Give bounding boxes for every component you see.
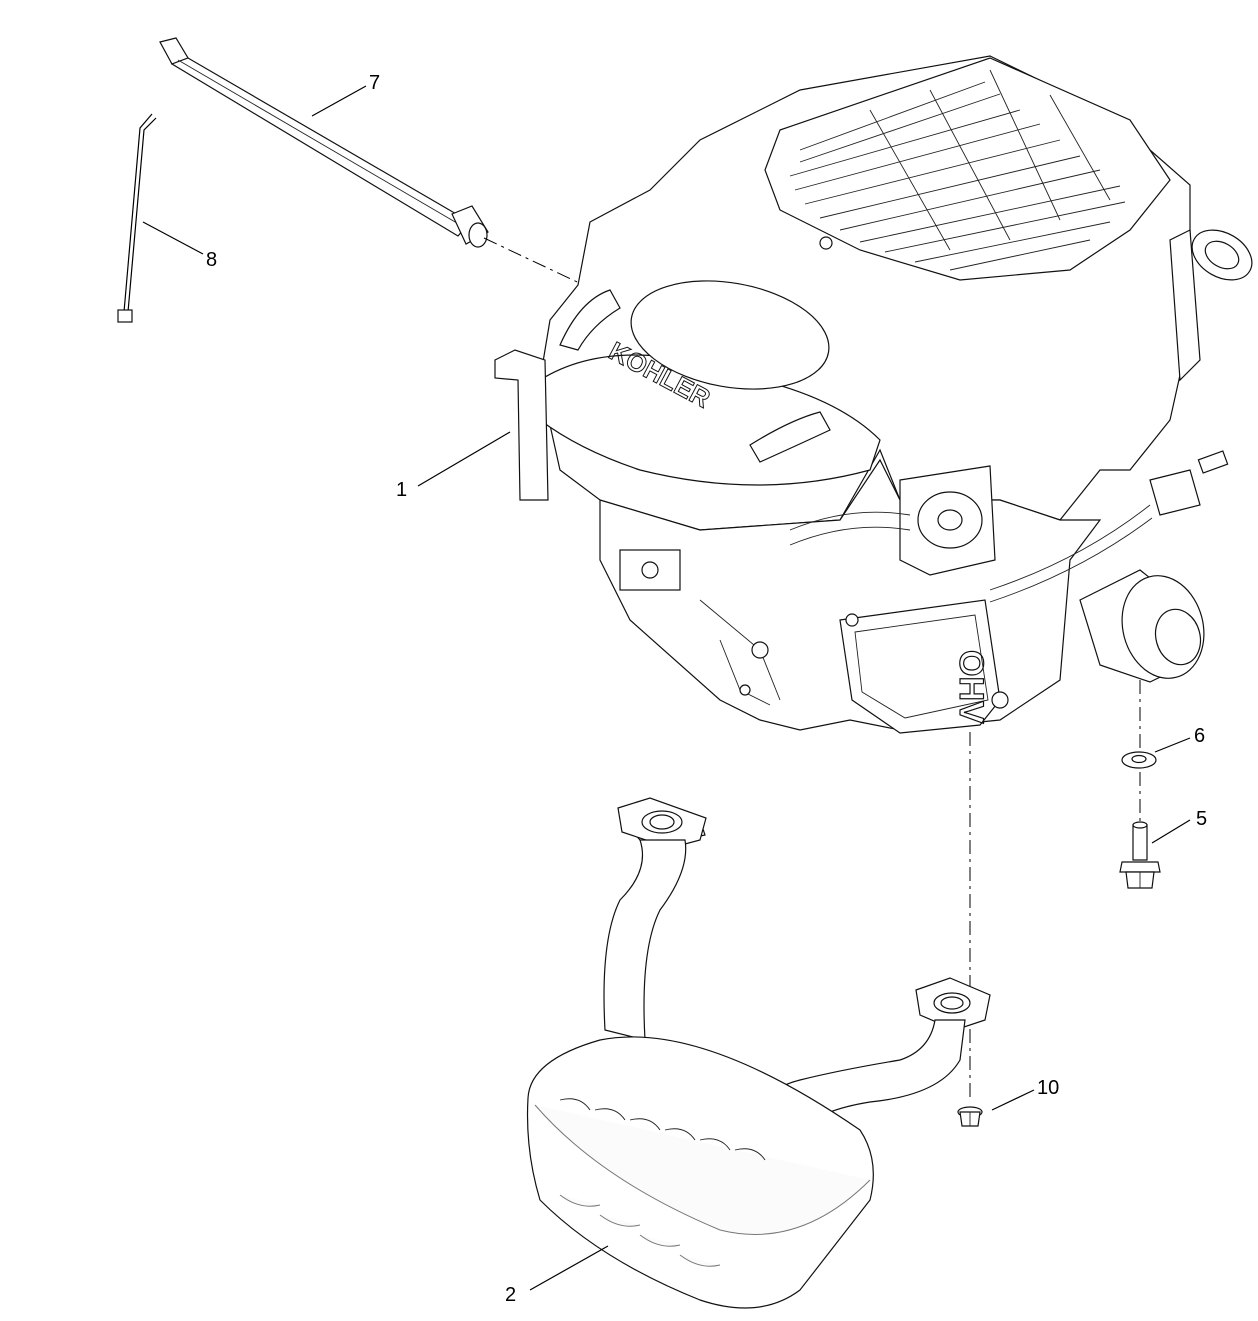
callout-7: 7 [369,72,380,94]
callout-5: 5 [1196,808,1207,830]
callouts: 7 8 1 6 5 10 2 [206,72,1207,1306]
callout-10: 10 [1037,1077,1059,1099]
callout-8: 8 [206,249,217,271]
engine: KOHLER [494,55,1253,734]
flange-bolt [1119,821,1161,889]
valve-cover: OHV [839,599,1009,734]
ohv-mark: OHV [952,650,990,724]
washer [1121,751,1157,769]
callout-2: 2 [505,1284,516,1306]
oil-fill [1169,229,1253,382]
dipstick-tube [159,37,489,248]
muffler [526,797,991,1309]
fuel-pump [899,465,996,576]
leader-lines [142,85,1191,1291]
flange-nut [957,1106,983,1127]
callout-6: 6 [1194,725,1205,747]
callout-1: 1 [396,479,407,501]
cable-tie [117,113,157,323]
oil-filter [1079,569,1205,683]
fan-grille [764,57,1171,281]
